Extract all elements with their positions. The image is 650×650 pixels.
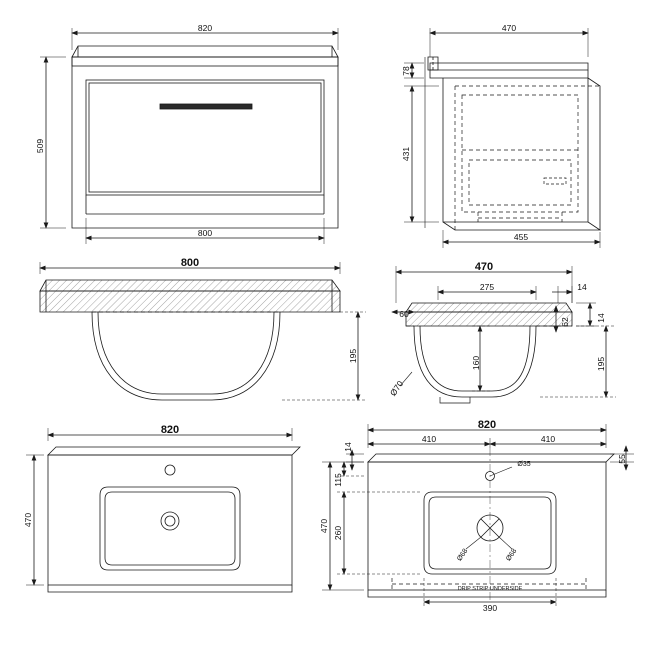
dims-basin-plan-right [322,424,634,608]
label-plan2-total-depth: 470 [319,519,329,533]
label-basin-bowl-depth: 160 [471,356,481,370]
label-plan-width: 820 [161,424,179,436]
label-side-depth-top: 470 [502,23,516,33]
label-side-body-height: 431 [401,147,411,161]
view-basin-plan-right [367,448,615,600]
label-front-width-bottom: 800 [198,228,212,238]
label-plan2-rear-offset: 14 [343,442,353,452]
view-basin-side-section [399,302,573,404]
label-basin-waste-dia: Ø70 [388,379,406,398]
label-plan2-half-left: 410 [422,434,436,444]
dims-basin-plan-left [26,428,293,586]
label-plan2-fix-hole-left: Ø68 [456,548,469,563]
label-basin-bowl-width: 275 [480,282,494,292]
label-basin-rim-drop: 62 [560,317,570,327]
dims-basin-side-section [391,266,616,398]
label-basin-rim-left: 60 [399,309,409,319]
view-side-elevation [424,56,602,231]
label-front-width-top: 820 [198,23,212,33]
label-plan2-width: 820 [478,419,496,431]
label-basin-rim-right-1: 14 [577,282,587,292]
label-front-height: 509 [35,139,45,153]
dims-side-elevation [404,28,601,248]
label-plan2-tap-hole-dia: Ø35 [517,461,530,468]
view-basin-front-section [39,279,341,401]
label-plan2-front-offset: 55 [617,454,627,464]
dims-front-elevation [40,28,339,244]
label-side-top-offset: 78 [401,66,411,76]
label-plan2-bowl-width: 390 [483,603,497,613]
label-plan-depth: 470 [23,513,33,527]
label-basin-front-width: 800 [181,257,199,269]
dims-basin-front-section [39,262,366,401]
label-plan2-bowl-depth: 260 [333,526,343,540]
note-drip-strip: DRIP STRIP UNDERSIDE [458,586,523,592]
label-basin-side-height: 195 [596,357,606,371]
label-basin-side-depth: 470 [475,261,493,273]
view-front-elevation [71,45,339,229]
label-plan2-half-right: 410 [541,434,555,444]
label-basin-front-height: 195 [348,349,358,363]
label-plan2-fix-hole-right: Ø68 [505,548,518,563]
view-basin-plan-left [47,446,301,593]
label-side-depth-bottom: 455 [514,232,528,242]
label-plan2-tap-offset: 115 [333,473,343,487]
label-basin-rim-right-2: 14 [596,313,606,323]
